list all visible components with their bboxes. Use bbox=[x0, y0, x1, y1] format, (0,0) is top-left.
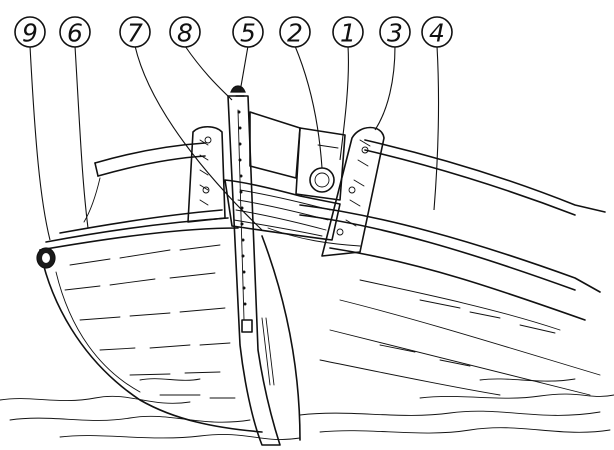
callout-6: 6 bbox=[60, 17, 90, 48]
callout-7: 7 bbox=[120, 17, 150, 48]
callout-5-label: 5 bbox=[240, 19, 256, 48]
callout-1: 1 bbox=[333, 17, 363, 48]
leader-3 bbox=[375, 46, 395, 130]
callout-4: 4 bbox=[422, 17, 452, 48]
callout-9-label: 9 bbox=[22, 19, 38, 48]
callout-4-label: 4 bbox=[429, 19, 445, 48]
callout-9: 9 bbox=[15, 17, 45, 48]
forward-cabin bbox=[296, 128, 345, 200]
leader-6 bbox=[75, 46, 88, 228]
callout-2: 2 bbox=[280, 17, 310, 48]
leader-9 bbox=[30, 46, 50, 240]
callout-7-label: 7 bbox=[127, 19, 143, 48]
leader-8 bbox=[185, 46, 232, 100]
port-bollard bbox=[188, 127, 225, 222]
callout-8-label: 8 bbox=[177, 19, 193, 48]
callout-2-label: 2 bbox=[287, 19, 303, 48]
far-gunwale bbox=[84, 143, 205, 222]
leader-4 bbox=[434, 46, 438, 210]
water-waves bbox=[0, 379, 614, 440]
callout-6-label: 6 bbox=[67, 19, 83, 48]
port-hull bbox=[37, 210, 262, 432]
callout-5: 5 bbox=[233, 17, 263, 48]
callout-3: 3 bbox=[380, 17, 410, 48]
leader-5 bbox=[240, 46, 248, 92]
callout-8: 8 bbox=[170, 17, 200, 48]
callout-1-label: 1 bbox=[340, 19, 356, 48]
callout-3-label: 3 bbox=[387, 19, 403, 48]
